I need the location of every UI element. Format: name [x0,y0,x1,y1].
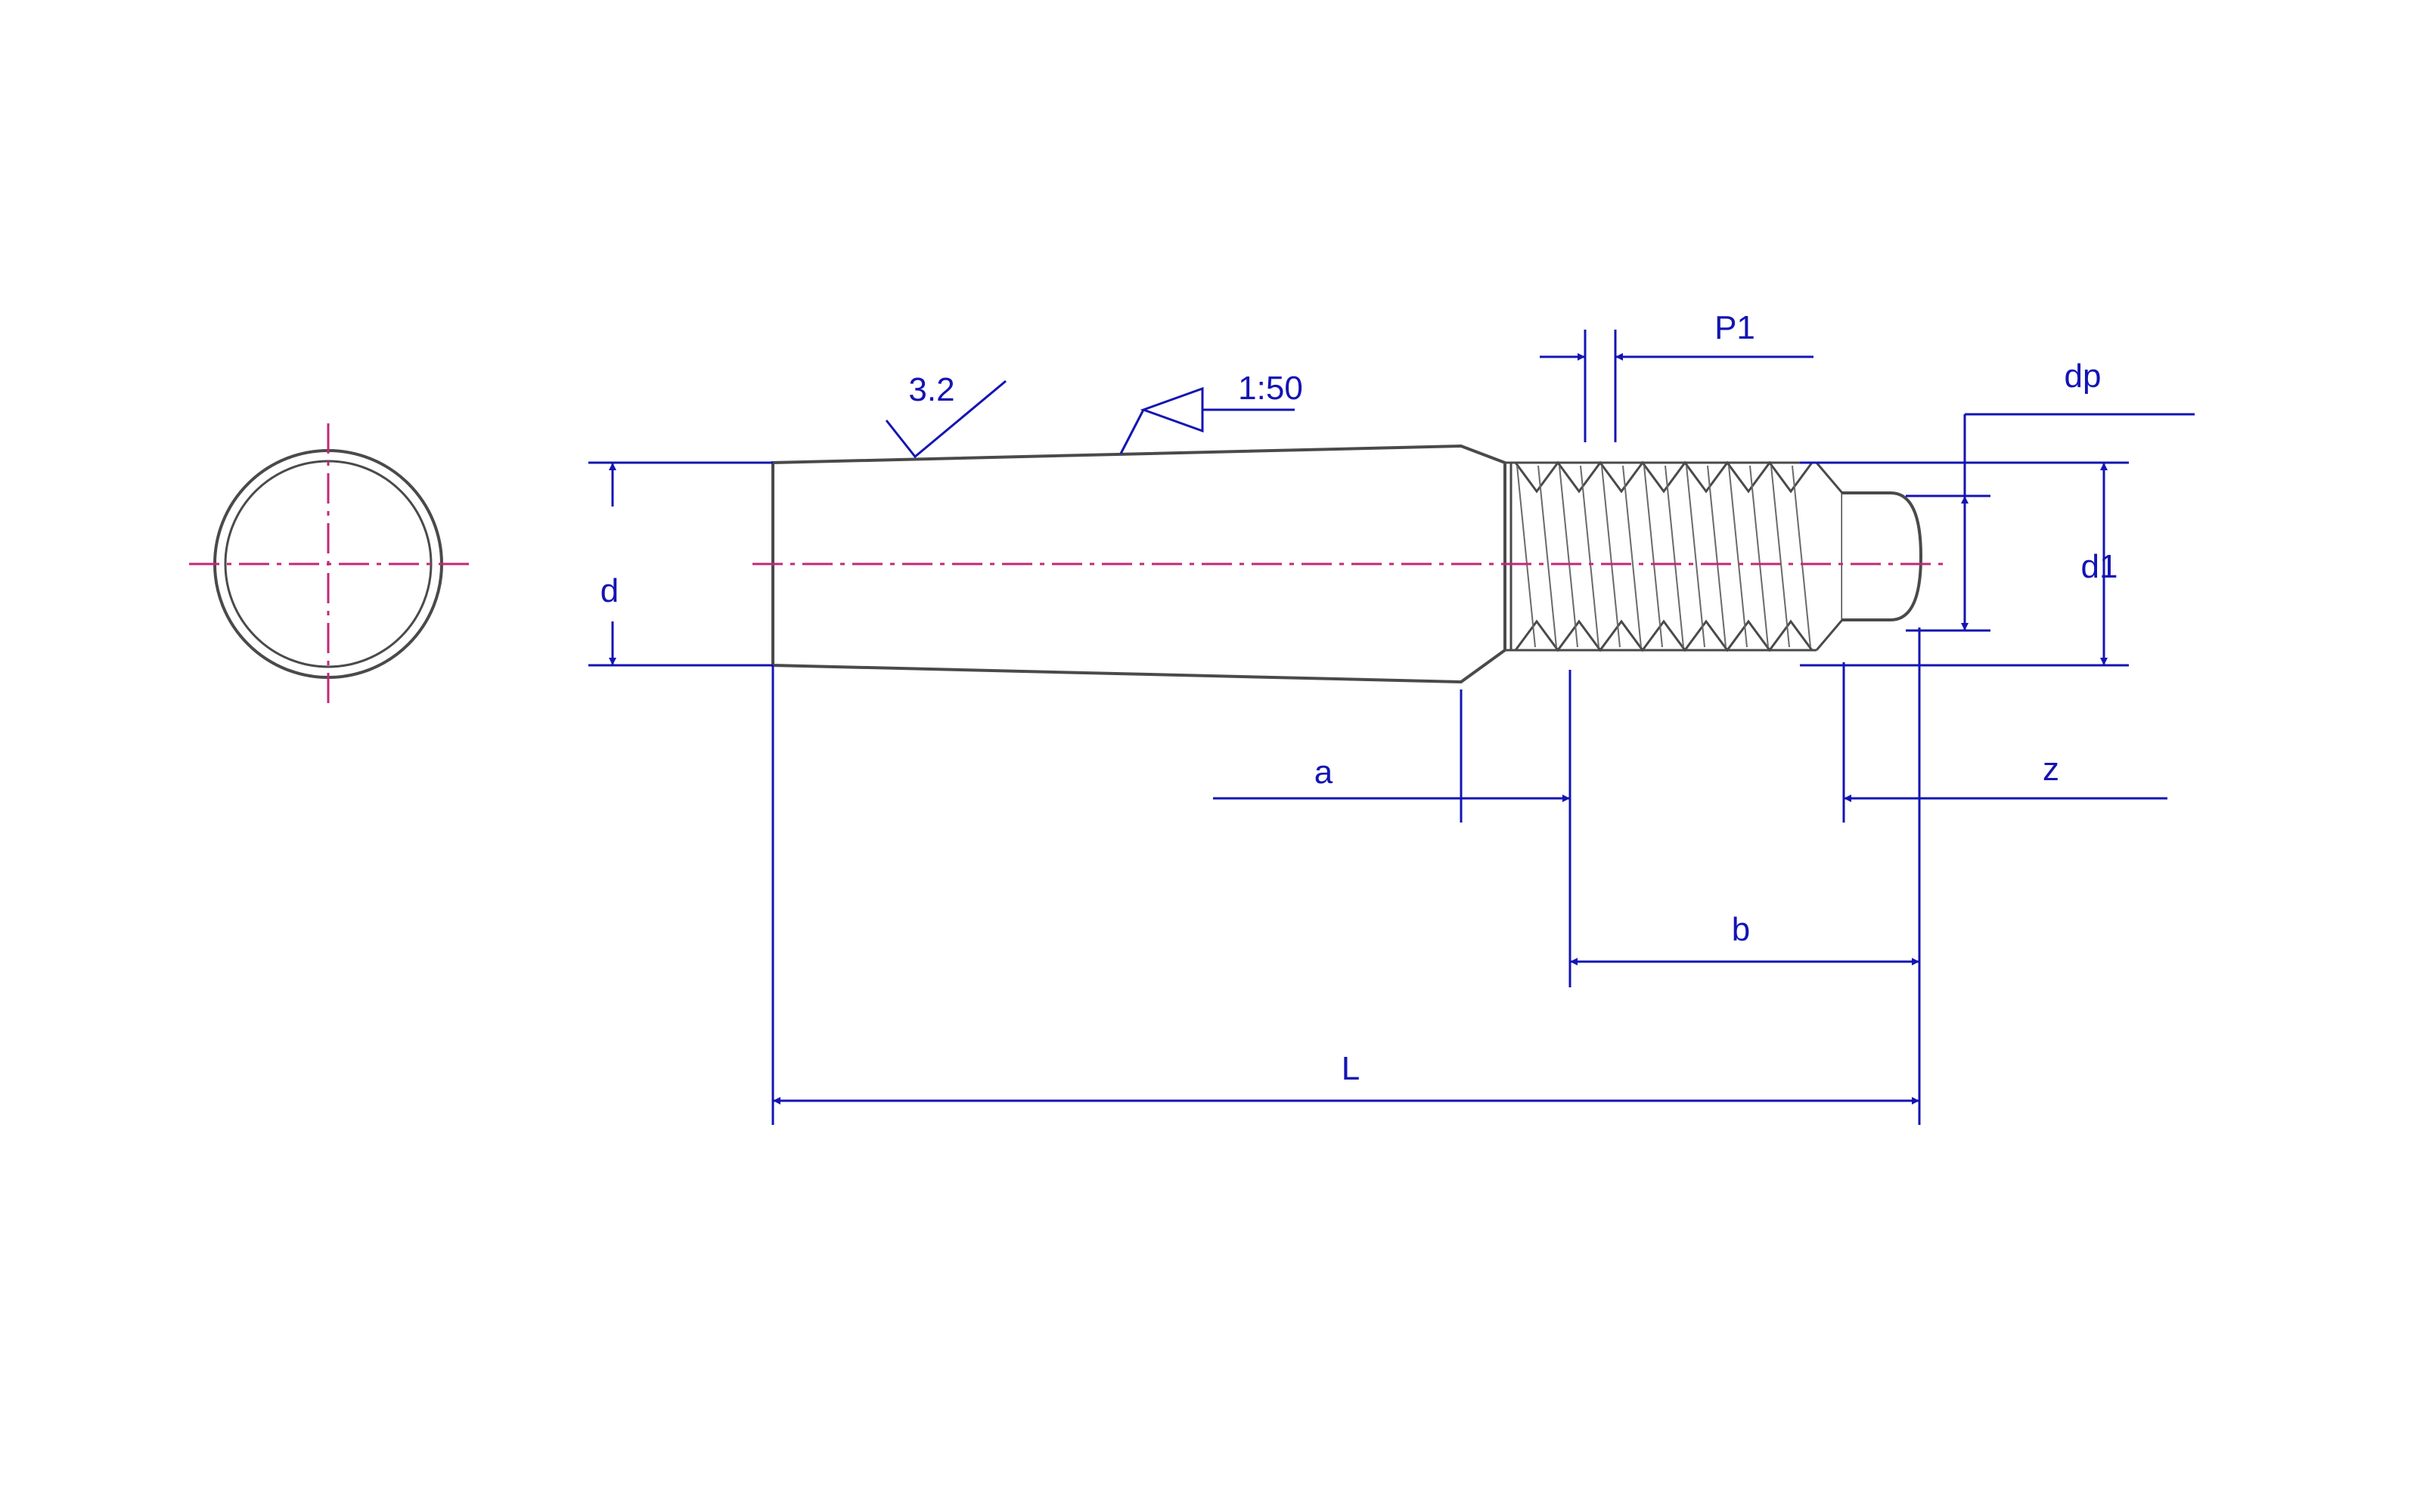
pin-body [752,444,1947,684]
label-d: d [600,572,619,609]
thread-teeth-top [1514,460,1813,494]
label-L: L [1342,1050,1360,1087]
label-z: z [2043,751,2059,788]
roughness-symbol [885,380,1007,459]
label-p1: P1 [1714,309,1755,346]
dimension-lines [588,330,2195,1125]
thread-flanks [1516,465,1811,648]
tapered-shank-outline [771,444,1506,684]
label-roughness: 3.2 [908,371,954,408]
label-a: a [1314,754,1333,791]
thread-end-chamfer [1815,462,1844,651]
label-d1: d1 [2081,548,2118,585]
dog-point [1842,491,1923,621]
thread-teeth-bottom [1514,619,1813,652]
taper-symbol [1119,386,1295,454]
label-taper: 1:50 [1238,370,1303,407]
label-dp: dp [2065,358,2102,395]
label-b: b [1732,911,1750,948]
end-view [189,423,476,707]
